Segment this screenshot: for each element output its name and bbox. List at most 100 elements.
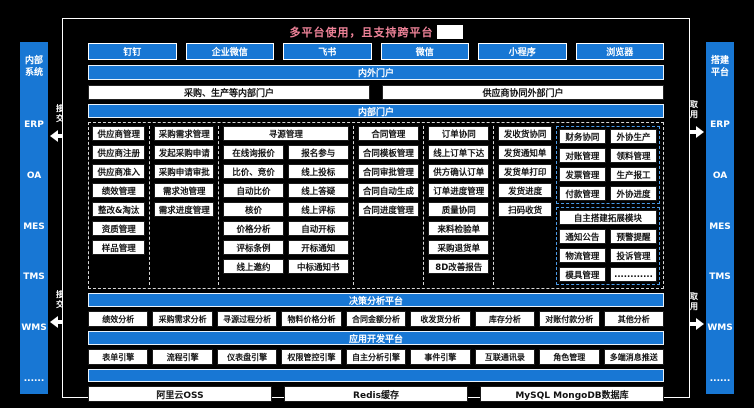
module-cell: 外协进度 — [610, 186, 657, 201]
module-group-sourcing: 寻源管理在线询报价报名参与比价、竞价线上投标自动比价线上答疑核价线上评标价格分析… — [223, 126, 353, 285]
module-cell: 自动比价 — [223, 183, 284, 198]
build-platform-title: 搭建 平台 — [711, 56, 729, 79]
analysis-cell: 对账付款分析 — [539, 311, 599, 327]
module-cell: 预警提醒 — [610, 229, 657, 244]
module-cell: 物流管理 — [559, 248, 606, 263]
module-group-demand: 采购需求管理发起采购申请采购申请审批需求池管理需求进度管理 — [154, 126, 219, 285]
analysis-cell: 收发货分析 — [410, 311, 470, 327]
module-group-header: 供应商管理 — [92, 126, 145, 141]
module-cell: 自动开标 — [288, 221, 349, 236]
analysis-cell: 采购需求分析 — [152, 311, 212, 327]
module-cell: 中标通知书 — [288, 259, 349, 274]
module-cell: 发起采购申请 — [154, 145, 214, 160]
module-cell: 报名参与 — [288, 145, 349, 160]
module-cell: 外协生产 — [610, 129, 657, 144]
module-cell: 整改&淘汰 — [92, 202, 145, 217]
engine-cell: 权限管控引擎 — [281, 349, 341, 365]
module-cell: 扫码收货 — [498, 202, 551, 217]
analysis-cell: 物料价格分析 — [281, 311, 341, 327]
appdev-platform-band: 应用开发平台 — [88, 331, 664, 345]
portal-outer-band: 内外门户 — [88, 65, 664, 80]
sidebar-item: WMS — [21, 323, 46, 333]
sidebar-item: MES — [709, 222, 731, 232]
sidebar-item: OA — [27, 171, 41, 181]
module-cell: 投诉管理 — [610, 248, 657, 263]
module-cell: 评标条例 — [223, 240, 284, 255]
infra-cell: Redis缓存 — [284, 386, 468, 402]
analysis-row: 绩效分析采购需求分析寻源过程分析物料价格分析合同金额分析收发货分析库存分析对账付… — [88, 311, 664, 327]
portal-inner-band: 内部门户 — [88, 104, 664, 118]
analysis-cell: 合同金额分析 — [346, 311, 406, 327]
storage-band — [88, 369, 664, 382]
analysis-cell: 库存分析 — [475, 311, 535, 327]
engine-cell: 事件引擎 — [410, 349, 470, 365]
engine-cell: 流程引擎 — [152, 349, 212, 365]
module-cell: 来料检验单 — [428, 221, 489, 236]
module-cell: 对账管理 — [559, 148, 606, 163]
module-cell: 比价、竞价 — [223, 164, 284, 179]
title-row: 多平台使用，且支持跨平台 — [88, 23, 664, 41]
module-cell: 线上邀约 — [223, 259, 284, 274]
analysis-cell: 其他分析 — [604, 311, 664, 327]
module-cell: 绩效管理 — [92, 183, 145, 198]
app-button: 飞书 — [283, 43, 372, 60]
infra-cell: MySQL MongoDB数据库 — [480, 386, 664, 402]
architecture-panel: 多平台使用，且支持跨平台 钉钉企业微信飞书微信小程序浏览器 内外门户 采购、生产… — [62, 18, 690, 398]
module-cell: 需求进度管理 — [154, 202, 214, 217]
app-button: 微信 — [381, 43, 470, 60]
module-group-header: 寻源管理 — [223, 126, 348, 141]
module-cell: 资质管理 — [92, 221, 145, 236]
module-cell: 质量协同 — [428, 202, 489, 217]
module-cell: 财务协同 — [559, 129, 606, 144]
title-redaction — [437, 25, 463, 39]
module-cell: 线上答疑 — [288, 183, 349, 198]
module-cell: 发货单打印 — [498, 164, 551, 179]
module-cell: 线上评标 — [288, 202, 349, 217]
module-group-order: 订单协同线上订单下达供方确认订单订单进度管理质量协同来料检验单采购退货单8D改善… — [428, 126, 494, 285]
module-cell: 供应商准入 — [92, 164, 145, 179]
module-cell: 需求池管理 — [154, 183, 214, 198]
app-button: 小程序 — [478, 43, 567, 60]
module-cell: 8D改善报告 — [428, 259, 489, 274]
module-cell: 价格分析 — [223, 221, 284, 236]
engine-cell: 角色管理 — [539, 349, 599, 365]
module-cell: 开标通知 — [288, 240, 349, 255]
custom-extension-block: 自主搭建拓展模块通知公告预警提醒物流管理投诉管理模具管理............ — [556, 207, 660, 285]
module-group-header: 合同管理 — [358, 126, 419, 141]
infra-row: 阿里云OSS Redis缓存 MySQL MongoDB数据库 — [88, 386, 664, 402]
module-group-header: 订单协同 — [428, 126, 489, 141]
module-group-header: 发收货协同 — [498, 126, 551, 141]
client-apps-row: 钉钉企业微信飞书微信小程序浏览器 — [88, 43, 664, 60]
sidebar-item: WMS — [707, 323, 732, 333]
internal-systems-title: 内部 系统 — [25, 56, 43, 79]
build-platform-sidebar: 搭建 平台 ERPOAMESTMSWMS...... — [706, 42, 734, 394]
module-group-contract: 合同管理合同模板管理合同审批管理合同自动生成合同进度管理 — [358, 126, 424, 285]
app-button: 钉钉 — [88, 43, 177, 60]
infra-cell: 阿里云OSS — [88, 386, 272, 402]
portal-row: 采购、生产等内部门户供应商协同外部门户 — [88, 85, 664, 100]
module-cell: 领料管理 — [610, 148, 657, 163]
sidebar-item: ERP — [24, 120, 44, 130]
module-group-supplier: 供应商管理供应商注册供应商准入绩效管理整改&淘汰资质管理样品管理 — [92, 126, 150, 285]
sidebar-item: TMS — [23, 272, 45, 282]
module-cell: 发货通知单 — [498, 145, 551, 160]
sidebar-item: TMS — [709, 272, 731, 282]
module-group-shipping: 发收货协同发货通知单发货单打印发货进度扫码收货 — [498, 126, 551, 285]
engine-cell: 表单引擎 — [88, 349, 148, 365]
module-cell: 发货进度 — [498, 183, 551, 198]
module-grid: 供应商管理供应商注册供应商准入绩效管理整改&淘汰资质管理样品管理采购需求管理发起… — [88, 122, 664, 289]
internal-systems-sidebar: 内部 系统 ERPOAMESTMSWMS...... — [20, 42, 48, 394]
right-extension-block: 财务协同外协生产对账管理领料管理发票管理生产报工付款管理外协进度自主搭建拓展模块… — [556, 126, 660, 285]
module-cell: 供应商注册 — [92, 145, 145, 160]
engine-row: 表单引擎流程引擎仪表盘引擎权限管控引擎自主分析引擎事件引擎互联通讯录角色管理多端… — [88, 349, 664, 365]
app-button: 企业微信 — [186, 43, 275, 60]
engine-cell: 互联通讯录 — [475, 349, 535, 365]
module-cell: 订单进度管理 — [428, 183, 489, 198]
finance-outsource-block: 财务协同外协生产对账管理领料管理发票管理生产报工付款管理外协进度 — [556, 126, 660, 204]
portal-box: 供应商协同外部门户 — [382, 85, 664, 100]
app-button: 浏览器 — [576, 43, 665, 60]
module-cell: 合同进度管理 — [358, 202, 419, 217]
diagram-title: 多平台使用，且支持跨平台 — [290, 24, 434, 40]
sidebar-item: ...... — [24, 374, 45, 384]
decision-platform-band: 决策分析平台 — [88, 293, 664, 307]
